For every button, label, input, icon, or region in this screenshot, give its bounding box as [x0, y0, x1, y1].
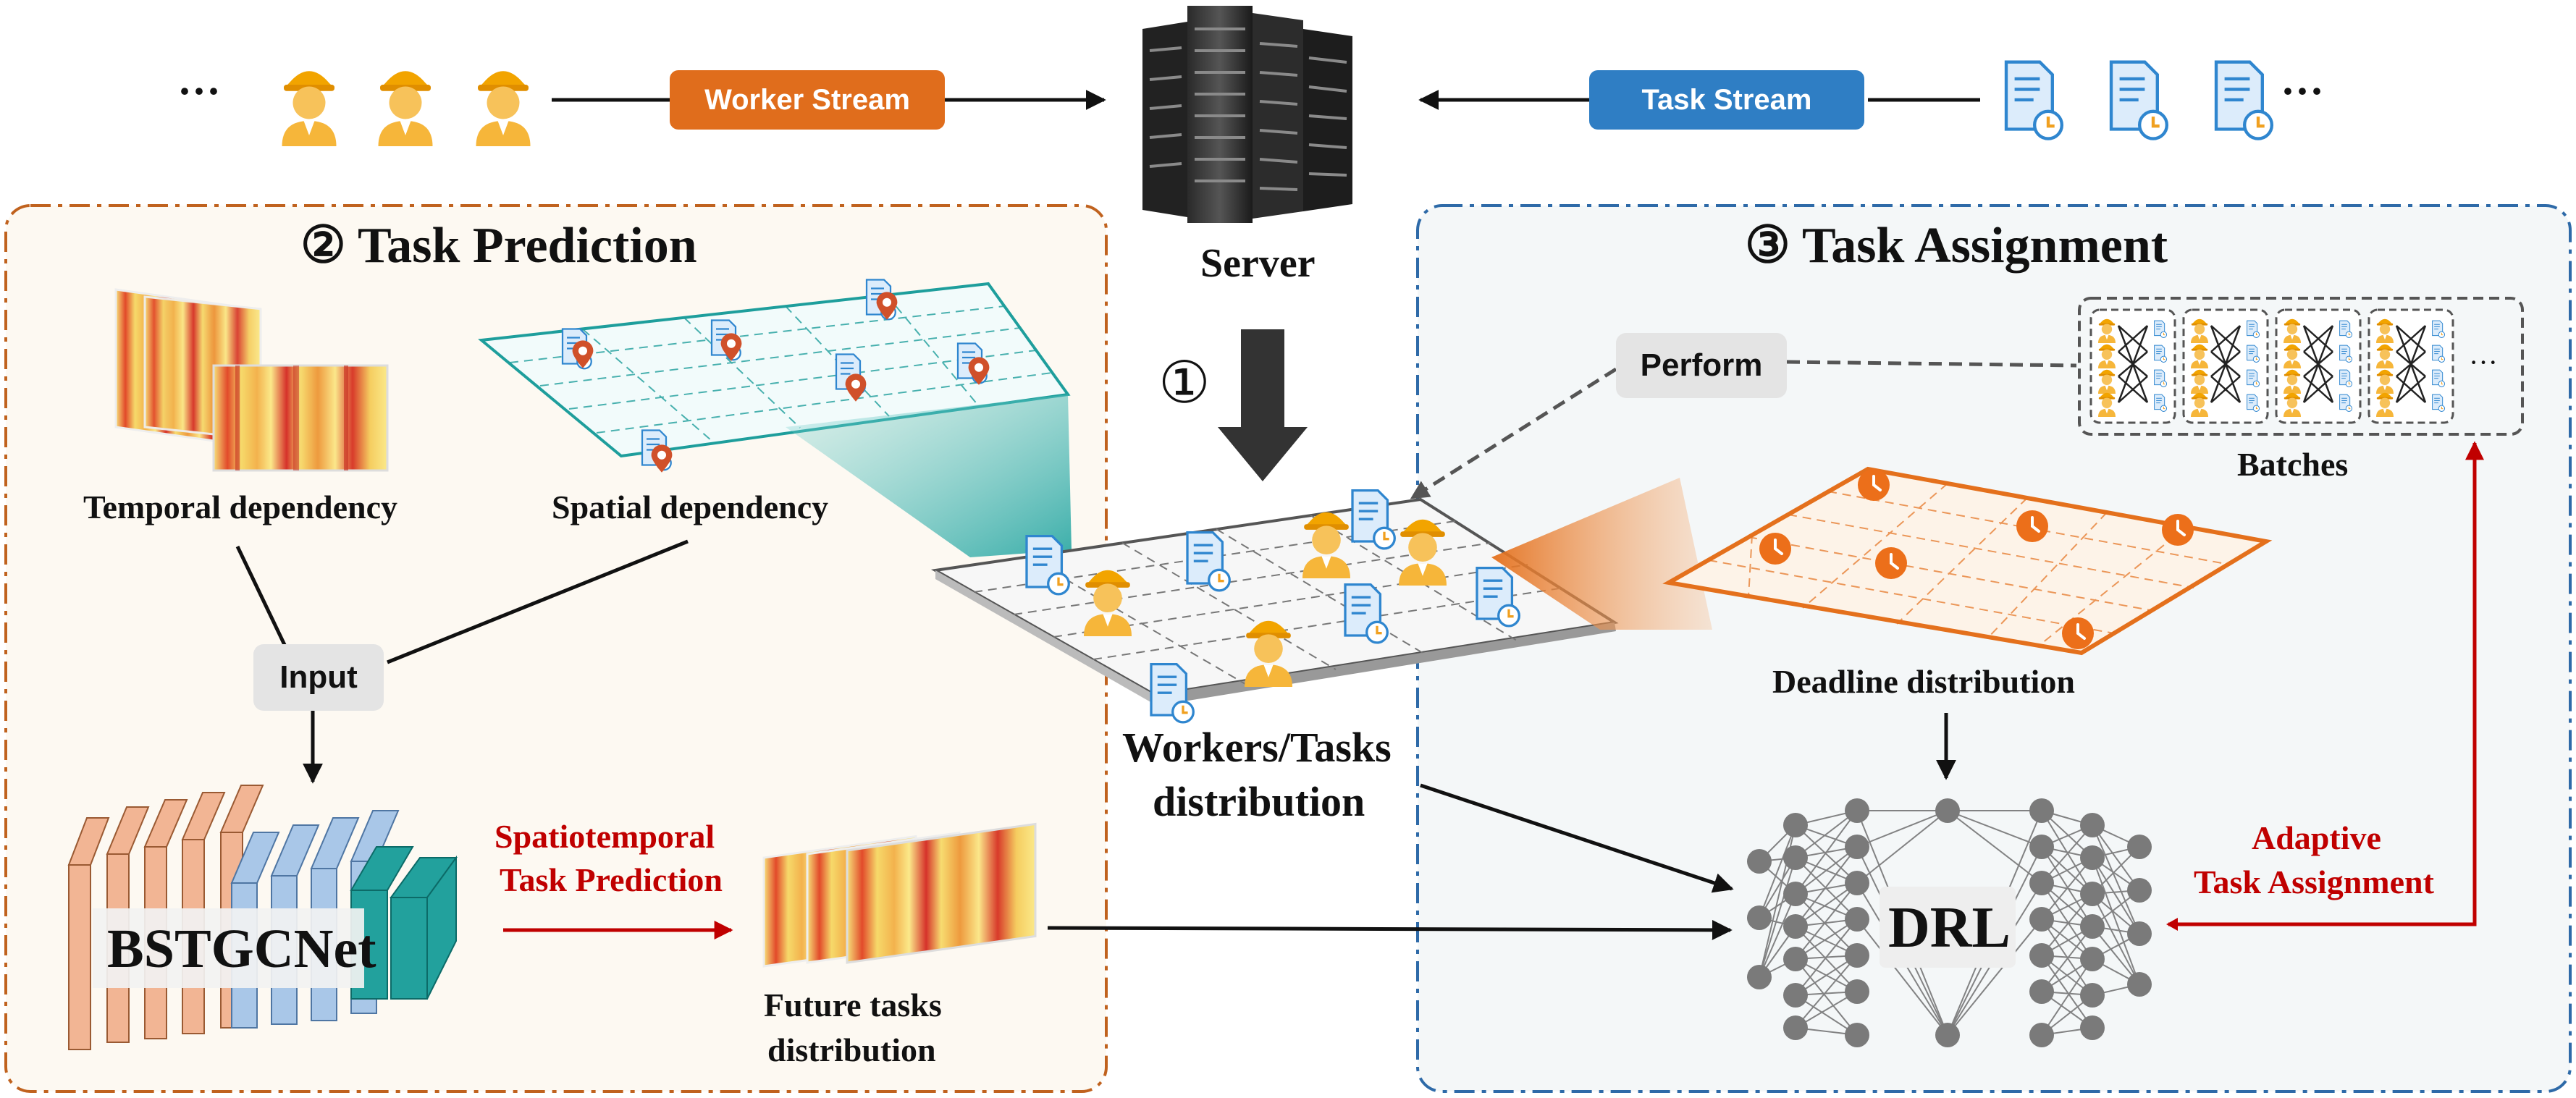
- drl-node: [1783, 947, 1808, 971]
- drl-node: [2080, 947, 2105, 971]
- worker-stream-label: Worker Stream: [670, 70, 945, 130]
- wt-to-drl-arrow: [1420, 783, 1734, 893]
- future-heatmaps: [762, 822, 1037, 968]
- drl-node: [1845, 798, 1869, 823]
- adaptive-label-1: Adaptive: [2252, 819, 2381, 856]
- worker-icons: [282, 71, 531, 146]
- task-stream-label: Task Stream: [1589, 70, 1864, 130]
- drl-node: [2029, 1023, 2054, 1047]
- drl-node: [2080, 914, 2105, 939]
- drl-label: DRL: [1888, 896, 2011, 960]
- drl-node: [1845, 979, 1869, 1004]
- adaptive-label-2: Task Assignment: [2194, 863, 2434, 900]
- drl-node: [1783, 914, 1808, 939]
- st-prediction-label-2: Task Prediction: [500, 861, 723, 898]
- perform-to-batches-line: [1786, 360, 2077, 368]
- workers-tasks-grid: [930, 489, 1619, 724]
- drl-label-bg: [1880, 887, 2016, 968]
- temporal-to-input-line: [235, 545, 288, 649]
- drl-node: [2029, 798, 2054, 823]
- drl-node: [1845, 943, 1869, 968]
- drl-node: [2080, 1015, 2105, 1040]
- temporal-dependency-label: Temporal dependency: [83, 489, 398, 525]
- drl-node: [1783, 1015, 1808, 1040]
- drl-node: [2080, 983, 2105, 1008]
- drl-node: [1783, 882, 1808, 906]
- perform-box: Perform: [1616, 333, 1787, 398]
- ellipsis-left: ···: [177, 67, 222, 115]
- server-icon: [1142, 6, 1352, 223]
- drl-node: [2127, 835, 2152, 859]
- drl-node: [2029, 943, 2054, 968]
- bstgcnet-label: BSTGCNet: [107, 918, 376, 979]
- future-to-drl-arrow: [1047, 919, 1733, 940]
- adaptive-arrow-tail: [2166, 918, 2178, 931]
- drl-node: [1783, 983, 1808, 1008]
- drl-node: [1845, 907, 1869, 932]
- drl-node: [1845, 1023, 1869, 1047]
- drl-node: [1747, 849, 1772, 874]
- drl-node: [2127, 921, 2152, 946]
- drl-node: [1935, 1023, 1960, 1047]
- adaptive-arrow: [2168, 441, 2484, 926]
- drl-node: [1935, 798, 1960, 823]
- drl-node: [1845, 835, 1869, 859]
- drl-node: [2080, 882, 2105, 906]
- drl-node: [2029, 979, 2054, 1004]
- workers-tasks-label-2: distribution: [1153, 778, 1365, 825]
- deadline-beam: [1491, 478, 1712, 630]
- bstgcnet-label-bg: [93, 908, 364, 988]
- task-assignment-title: ③ Task Assignment: [1745, 218, 2168, 274]
- drl-node: [2029, 871, 2054, 895]
- spatial-beam: [786, 394, 1072, 557]
- drl-node: [2029, 835, 2054, 859]
- drl-node: [2127, 972, 2152, 997]
- ellipsis-right: ···: [2281, 67, 2325, 115]
- drl-node: [1747, 965, 1772, 989]
- temporal-heatmaps: [114, 288, 389, 472]
- step1-label: ①: [1158, 352, 1211, 415]
- task-prediction-title: ② Task Prediction: [300, 218, 697, 274]
- drl-node: [1845, 871, 1869, 895]
- spatial-dependency-label: Spatial dependency: [552, 489, 829, 525]
- batches-group: [2078, 297, 2524, 436]
- deadline-grid: [1662, 466, 2273, 656]
- drl-node: [1747, 905, 1772, 930]
- drl-node: [1783, 845, 1808, 870]
- drl-node: [2127, 878, 2152, 903]
- batch-ellipsis: ···: [2469, 346, 2498, 379]
- drl-node: [2080, 813, 2105, 837]
- input-box: Input: [253, 644, 384, 711]
- server-label: Server: [1200, 241, 1316, 286]
- future-tasks-label-1: Future tasks: [764, 987, 942, 1023]
- workers-tasks-label-1: Workers/Tasks: [1122, 724, 1392, 771]
- task-icons: [2006, 62, 2272, 139]
- drl-node: [2029, 907, 2054, 932]
- future-tasks-label-2: distribution: [767, 1031, 936, 1068]
- step1-arrow: [1218, 329, 1308, 481]
- st-prediction-label-1: Spatiotemporal: [494, 818, 715, 855]
- deadline-distribution-label: Deadline distribution: [1772, 663, 2075, 700]
- drl-node: [1783, 813, 1808, 837]
- drl-node: [2080, 845, 2105, 870]
- spatial-to-input-line: [387, 539, 689, 664]
- batches-label: Batches: [2237, 446, 2349, 483]
